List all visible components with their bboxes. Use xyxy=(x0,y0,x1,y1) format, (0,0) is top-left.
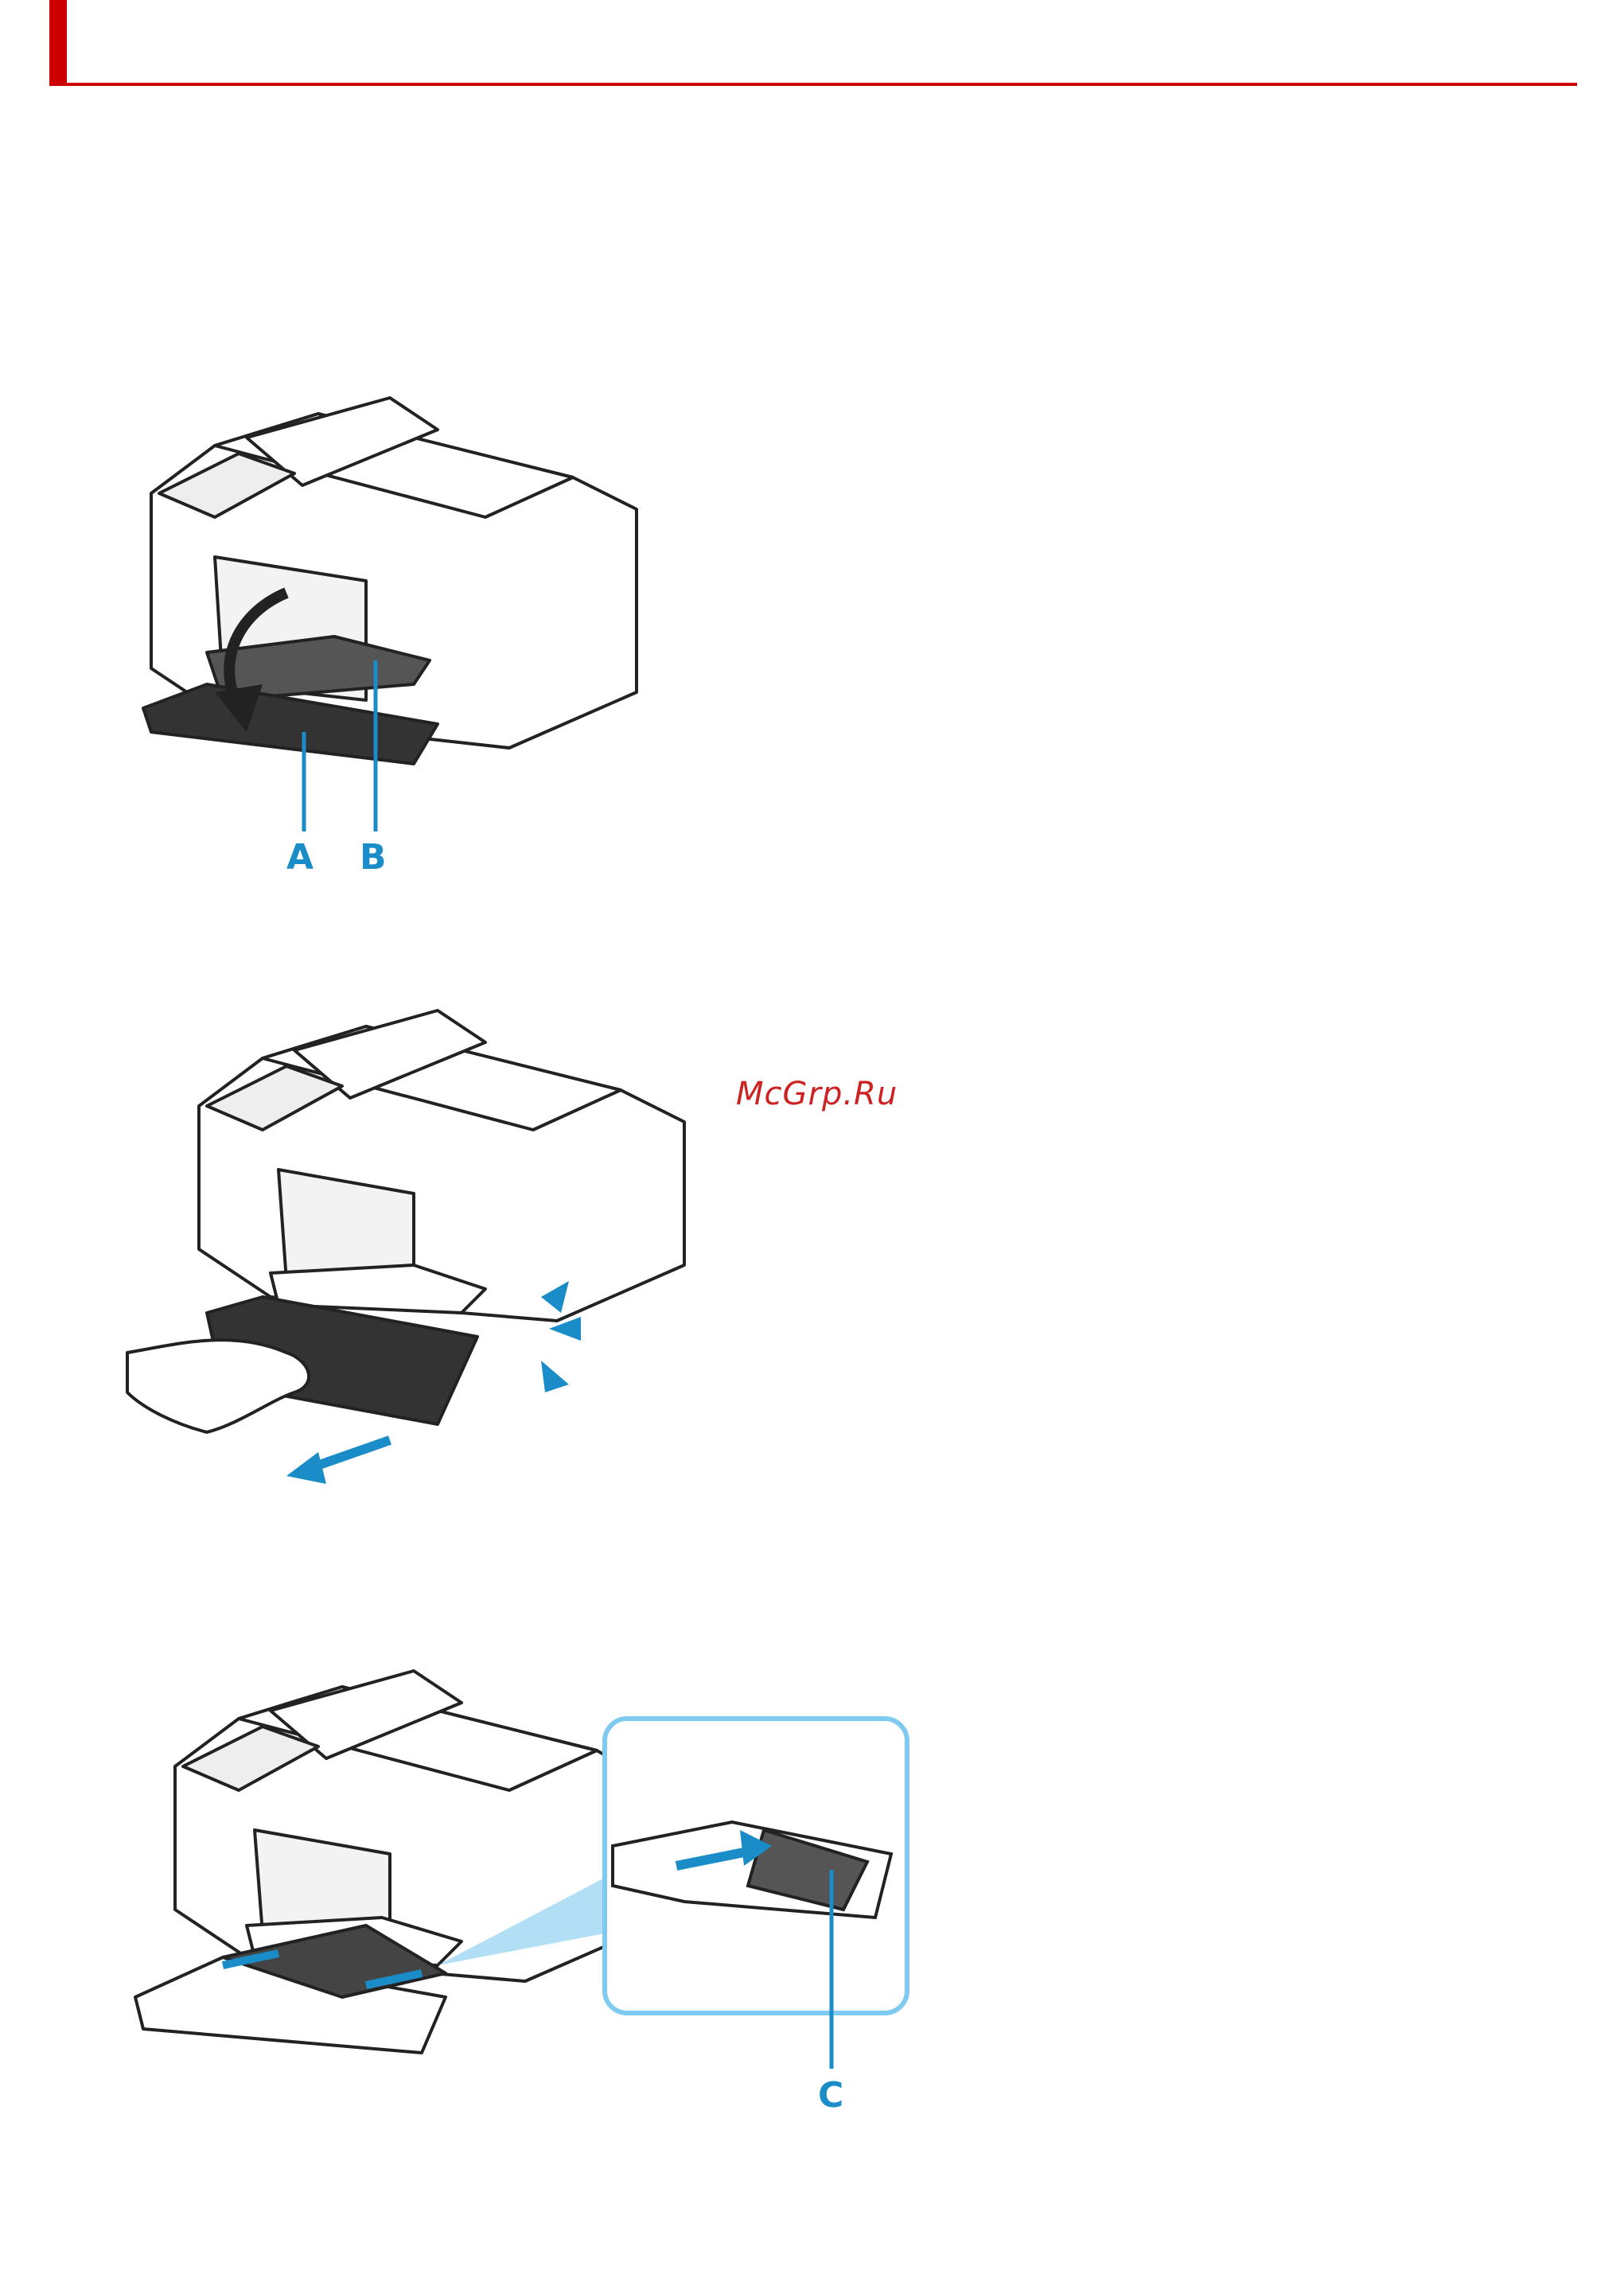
callout-a: A xyxy=(286,837,314,878)
header-rule xyxy=(49,83,1577,86)
printer-illustration-2 xyxy=(127,1010,732,1488)
figure-slide-paper-guides: C xyxy=(127,1671,915,2116)
printer-illustration-1: A B xyxy=(127,398,652,891)
callout-c: C xyxy=(818,2075,843,2116)
callout-b: B xyxy=(360,837,387,878)
watermark-text: McGrp.Ru xyxy=(736,1076,898,1112)
printer-illustration-3: C xyxy=(127,1671,915,2116)
figure-open-front-cover: A B xyxy=(127,398,652,891)
header-accent-bar xyxy=(49,0,67,86)
figure-pull-out-cassette xyxy=(127,1010,732,1488)
